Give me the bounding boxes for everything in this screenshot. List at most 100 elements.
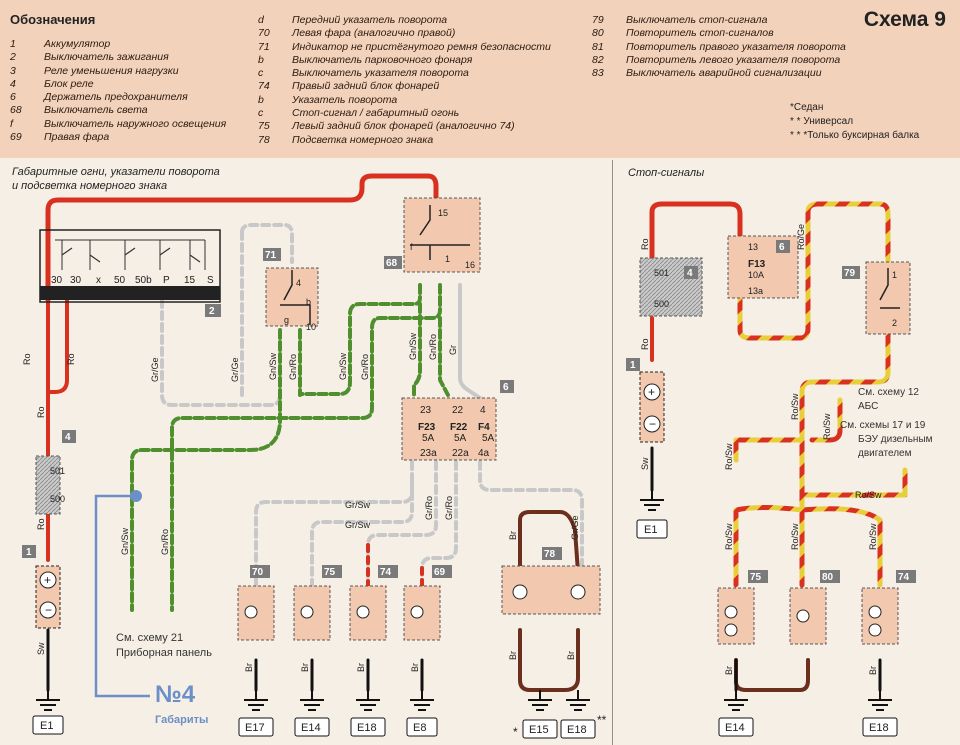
lamp-badge: 70: [252, 567, 264, 578]
legend-text: Повторитель правого указателя поворота: [626, 40, 846, 53]
wire-label: Ro: [36, 406, 46, 418]
wire-label: Gr/Ro: [424, 496, 434, 520]
wire-gnsw-68: [298, 283, 422, 396]
ground-e14: E14: [294, 690, 330, 737]
lamp-74: 74: [349, 565, 398, 641]
legend-text: Выключатель аварийной сигнализации: [626, 67, 822, 80]
wire-rosw-75: [733, 505, 805, 588]
lamp-badge: 80: [822, 572, 834, 583]
wire-brown-78a: [518, 510, 580, 574]
lamp-69: 69: [403, 565, 452, 641]
fuse-name: F23: [418, 422, 436, 433]
ign-pin: 30: [70, 275, 82, 286]
fuse-name: F4: [478, 422, 490, 433]
s71-pin: b: [306, 297, 311, 307]
s71-pin: 10: [306, 322, 316, 332]
wire-red-main: [45, 173, 439, 303]
wire-rosw-74: [799, 506, 883, 588]
legend-text: Выключатель наружного освещения: [44, 117, 227, 130]
legend-text: Выключатель зажигания: [44, 51, 169, 64]
legend-title: Обозначения: [10, 12, 96, 27]
wire-label: Gr: [448, 345, 458, 355]
wire-rosw-branch3: [809, 397, 843, 443]
svg-text:+: +: [44, 573, 51, 587]
svg-text:−: −: [649, 417, 656, 431]
lamp-badge: 74: [380, 567, 392, 578]
fuse-bottom-pin: 23a: [420, 448, 437, 459]
relay-block-left: 501 500 4: [35, 430, 76, 515]
ground-label: E1: [644, 524, 657, 536]
note-tow: * * *Только буксирная балка: [790, 130, 920, 141]
wire-gnro-68: [170, 283, 442, 612]
wire-label: Gn/Ro: [428, 334, 438, 360]
wire-label: Ro: [66, 353, 76, 365]
ign-switch-badge: 2: [209, 306, 215, 317]
fuse-holder-right: 13 F13 10A 13a 6: [727, 235, 799, 299]
fuse-rating: 5A: [422, 433, 435, 444]
ground-e15: E15: [522, 690, 558, 739]
fuse-top-pin: 4: [480, 405, 486, 416]
lamp-badge: 75: [324, 567, 336, 578]
relay-block-right: 501 500 4: [639, 257, 703, 317]
wire-label: Gr/Sw: [345, 500, 371, 510]
ign-pin: 30: [51, 275, 63, 286]
ground-mark-sedan: *: [513, 725, 518, 739]
wire-label: Sw: [640, 457, 650, 470]
relay-pin: 501: [50, 466, 65, 476]
legend-text: Повторитель стоп-сигналов: [626, 27, 774, 40]
legend-code: 4: [10, 77, 16, 90]
wire-label: Br: [300, 663, 310, 672]
s68-badge: 68: [386, 258, 398, 269]
fuse-holder-left: 23 22 4 F23 F22 F4 5A 5A 5A 23a 22a 4a 6: [401, 380, 514, 461]
wire-label: Gr/Ro: [444, 496, 454, 520]
wire-brown-78b: [518, 628, 580, 692]
wire-label: Ro: [36, 518, 46, 530]
legend-code: 6: [10, 91, 16, 104]
ground-label: E18: [869, 722, 889, 734]
notes: *Седан * * Универсал * * *Только буксирн…: [790, 101, 919, 143]
wire-label: Ro: [22, 353, 32, 365]
legend-text: Стоп-сигнал / габаритный огонь: [292, 107, 460, 120]
ground-label: E18: [357, 722, 377, 734]
s68-pin: 16: [465, 260, 475, 270]
wire-label: Gn/Ro: [360, 354, 370, 380]
s68-pin: 15: [438, 208, 448, 218]
fuse-top-pin: 22: [452, 405, 464, 416]
svg-text:−: −: [45, 603, 52, 617]
fuse-pin: 13: [748, 242, 758, 252]
lamp-badge: 74: [898, 572, 910, 583]
ground-e17: E17: [238, 690, 274, 737]
legend-code: 82: [592, 53, 604, 66]
battery-badge: 1: [630, 360, 636, 371]
ground-label: E17: [245, 722, 265, 734]
ignition-switch: 30 30 x 50 50b P 15 S 2: [39, 229, 221, 317]
legend-text: Повторитель левого указателя поворота: [626, 53, 841, 66]
wire-label: Gn/Sw: [268, 352, 278, 380]
wire-grsw-75: [310, 478, 414, 587]
legend-text: Подсветка номерного знака: [292, 133, 434, 146]
lamp-78: 78: [501, 547, 601, 615]
legend-code: 69: [10, 131, 22, 144]
note-wagon: * * Универсал: [790, 116, 854, 127]
legend-code: b: [258, 93, 264, 106]
section-title-left: Габаритные огни, указатели поворота и по…: [12, 165, 220, 193]
ground-e1-left: E1: [32, 690, 64, 735]
annotation-marker: №4 Габариты: [94, 490, 208, 726]
s79-pin: 1: [892, 270, 897, 280]
section-title-left-line2: и подсветка номерного знака: [12, 180, 168, 192]
ign-pin: 50: [114, 275, 126, 286]
wire-grge-78: [478, 460, 584, 574]
relay-pin: 500: [50, 494, 65, 504]
wire-label: Sw: [36, 642, 46, 655]
relay-badge: 4: [687, 268, 693, 279]
wire-label: Ro/Sw: [855, 490, 882, 500]
